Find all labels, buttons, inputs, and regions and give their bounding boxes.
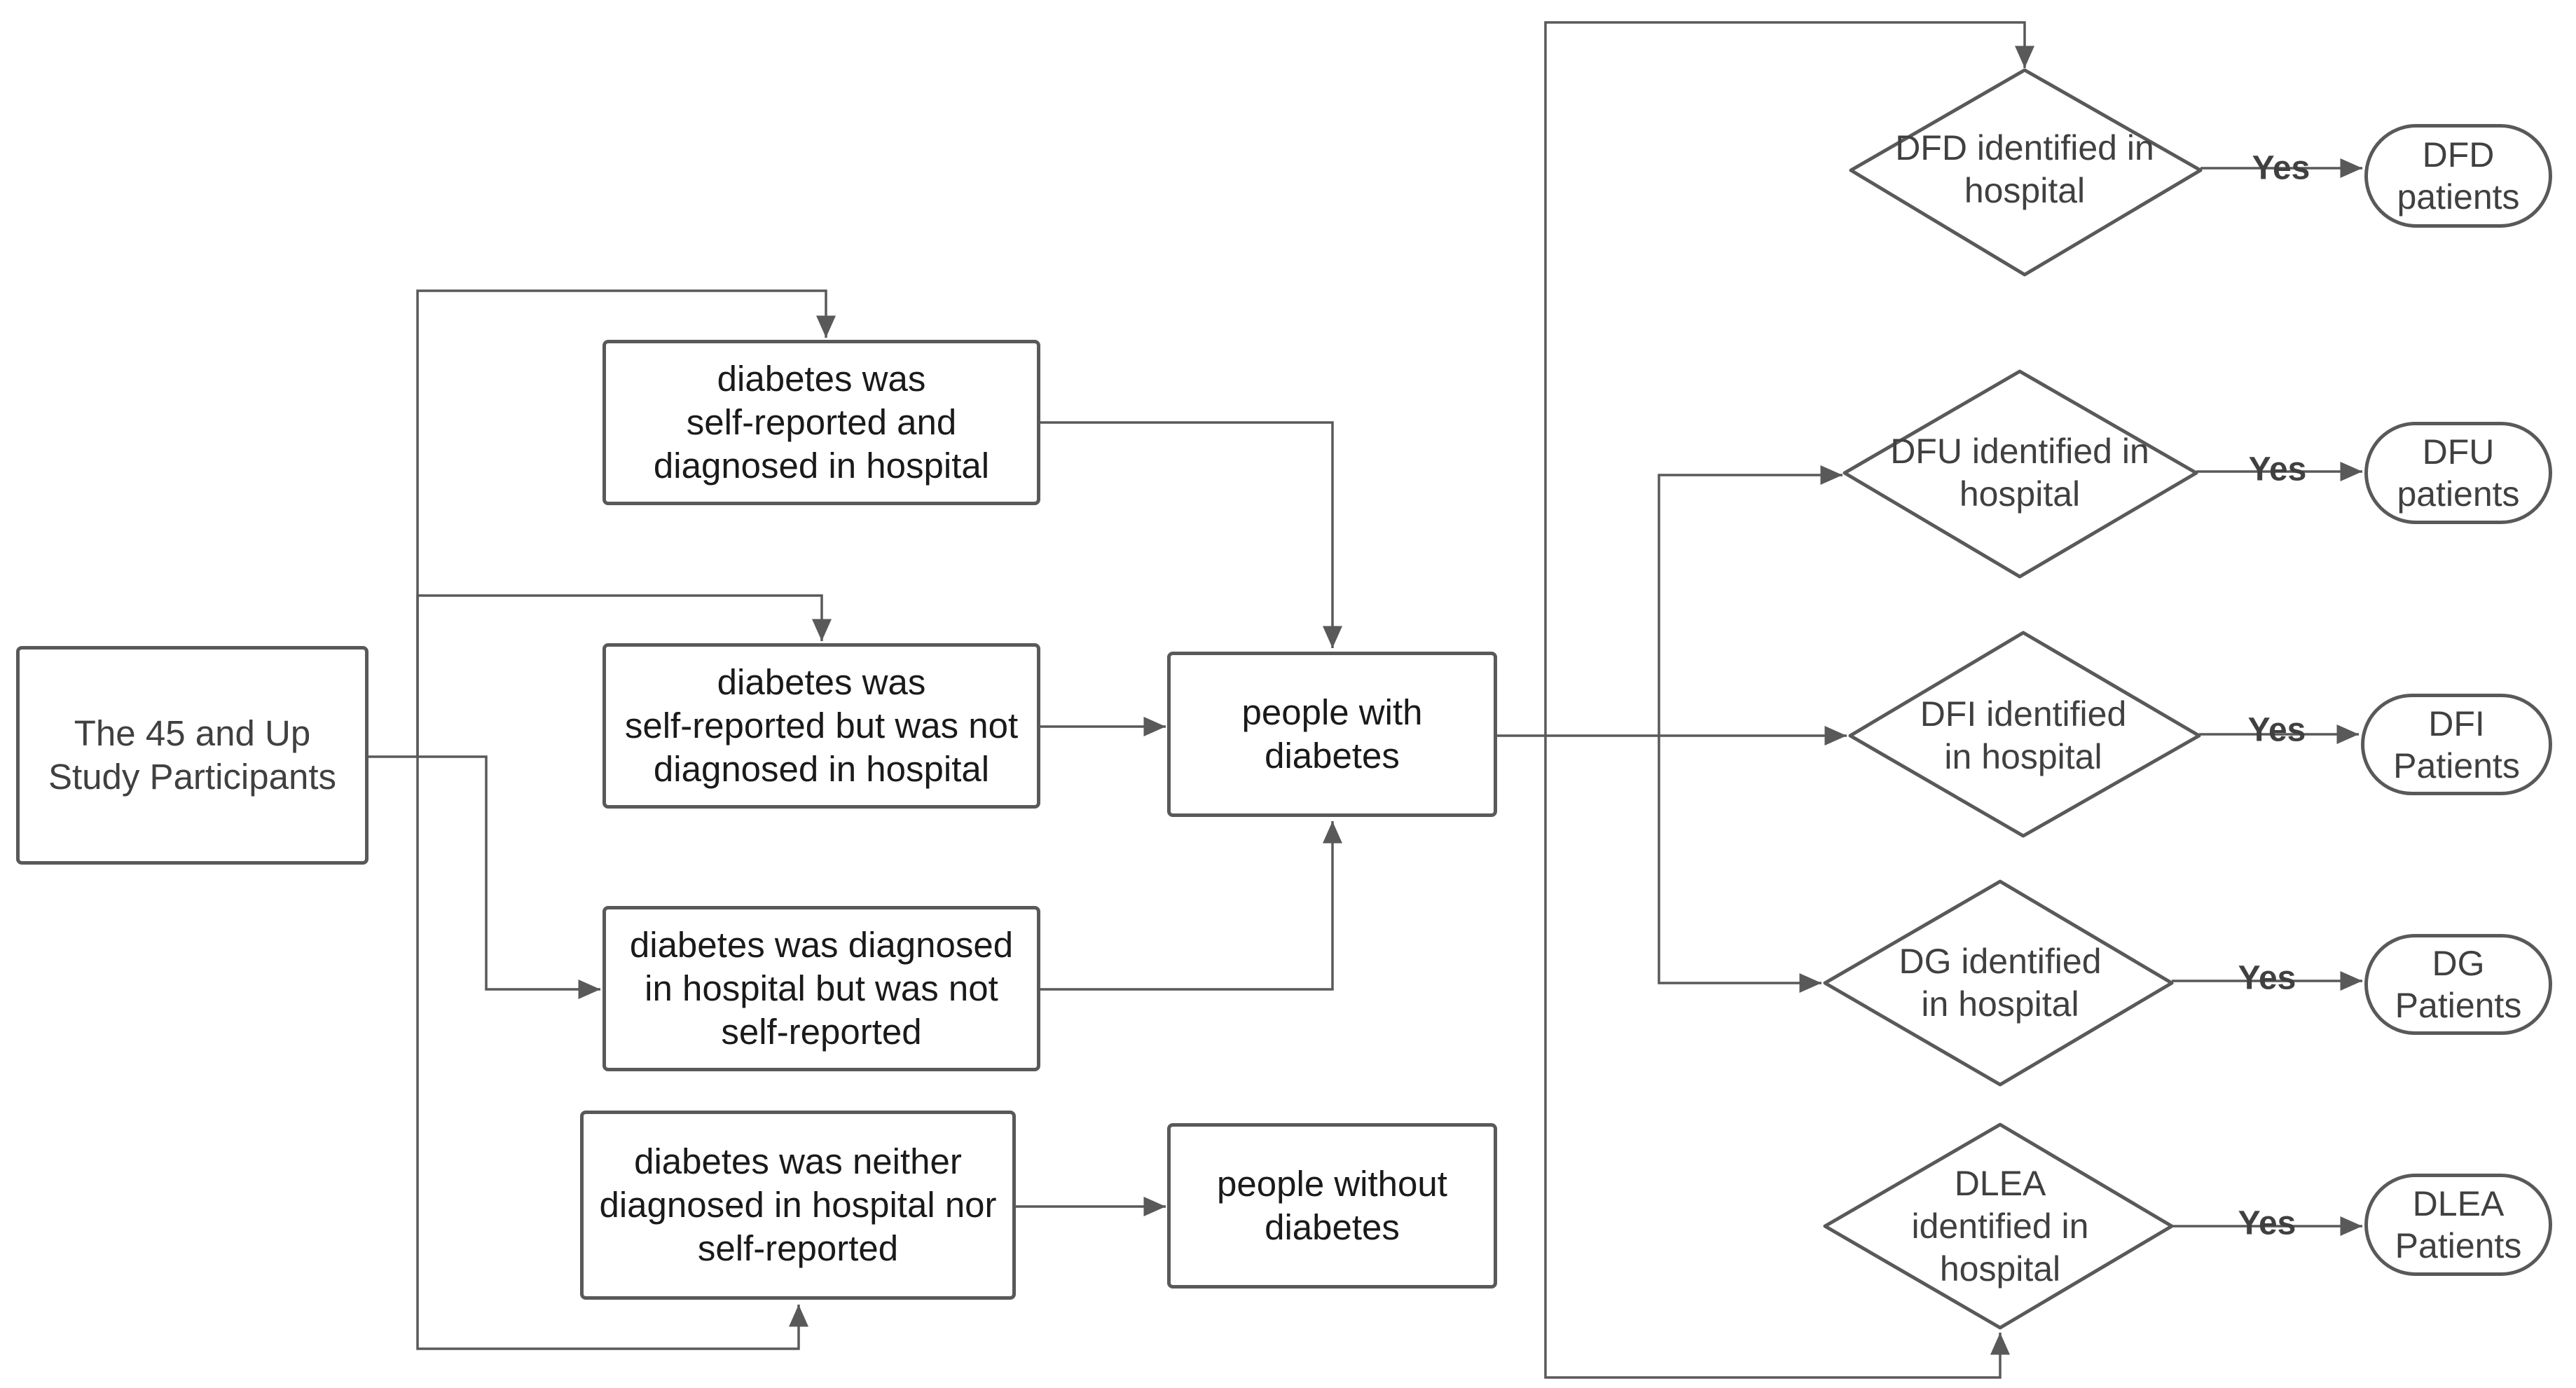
- decision-dfi-diamond: [1848, 631, 2201, 838]
- outcome-dfd: DFD patients: [2364, 124, 2552, 228]
- yes-label-dlea: Yes: [2238, 1204, 2296, 1242]
- outcome-dfi: DFI Patients: [2361, 694, 2552, 795]
- outcome-dlea: DLEA Patients: [2364, 1174, 2552, 1276]
- connector-self-and-hospital-to-with: [1040, 421, 1342, 648]
- yes-label-dfi: Yes: [2247, 711, 2306, 749]
- start-node: The 45 and Up Study Participants: [16, 646, 369, 865]
- connector-with-to-dlea: [1544, 736, 2010, 1379]
- category-neither: diabetes was neither diagnosed in hospit…: [580, 1111, 1016, 1300]
- connector-hospital-not-self-to-with: [1040, 821, 1342, 991]
- group-with-diabetes: people with diabetes: [1167, 652, 1497, 817]
- yes-label-dg: Yes: [2238, 959, 2296, 997]
- category-hospital-not-self: diabetes was diagnosed in hospital but w…: [602, 906, 1040, 1071]
- connector-with-to-dg: [1658, 736, 1821, 993]
- decision-dlea-diamond: [1823, 1122, 2174, 1330]
- yes-label-dfu: Yes: [2248, 451, 2307, 488]
- yes-label-dfd: Yes: [2252, 149, 2310, 187]
- outcome-dg: DG Patients: [2364, 934, 2552, 1035]
- decision-dfu-diamond: [1843, 369, 2198, 579]
- connector-with-to-dfd: [1544, 21, 2034, 736]
- connector-with-to-dfu: [1658, 465, 1843, 736]
- decision-dlea-label: DLEA identified in hospital: [1911, 1163, 2089, 1289]
- group-without-diabetes: people without diabetes: [1167, 1123, 1497, 1289]
- decision-dg-diamond: [1823, 879, 2174, 1087]
- connector-start-to-self-not-hospital: [416, 594, 832, 757]
- connector-start-to-neither: [416, 757, 808, 1350]
- decision-dfd-label: DFD identified in hospital: [1895, 128, 2154, 210]
- category-self-and-hospital: diabetes was self-reported and diagnosed…: [602, 340, 1040, 505]
- decision-dfu-label: DFU identified in hospital: [1890, 432, 2149, 514]
- category-self-not-hospital: diabetes was self-reported but was not d…: [602, 643, 1040, 809]
- decision-dfi-label: DFI identified in hospital: [1920, 694, 2127, 776]
- decision-dg-label: DG identified in hospital: [1899, 942, 2102, 1024]
- outcome-dfu: DFU patients: [2364, 422, 2552, 524]
- decision-dfd-diamond: [1849, 68, 2203, 277]
- connector-start-to-hospital-not-self: [418, 755, 600, 999]
- connector-start-to-self-and-hospital: [416, 289, 836, 757]
